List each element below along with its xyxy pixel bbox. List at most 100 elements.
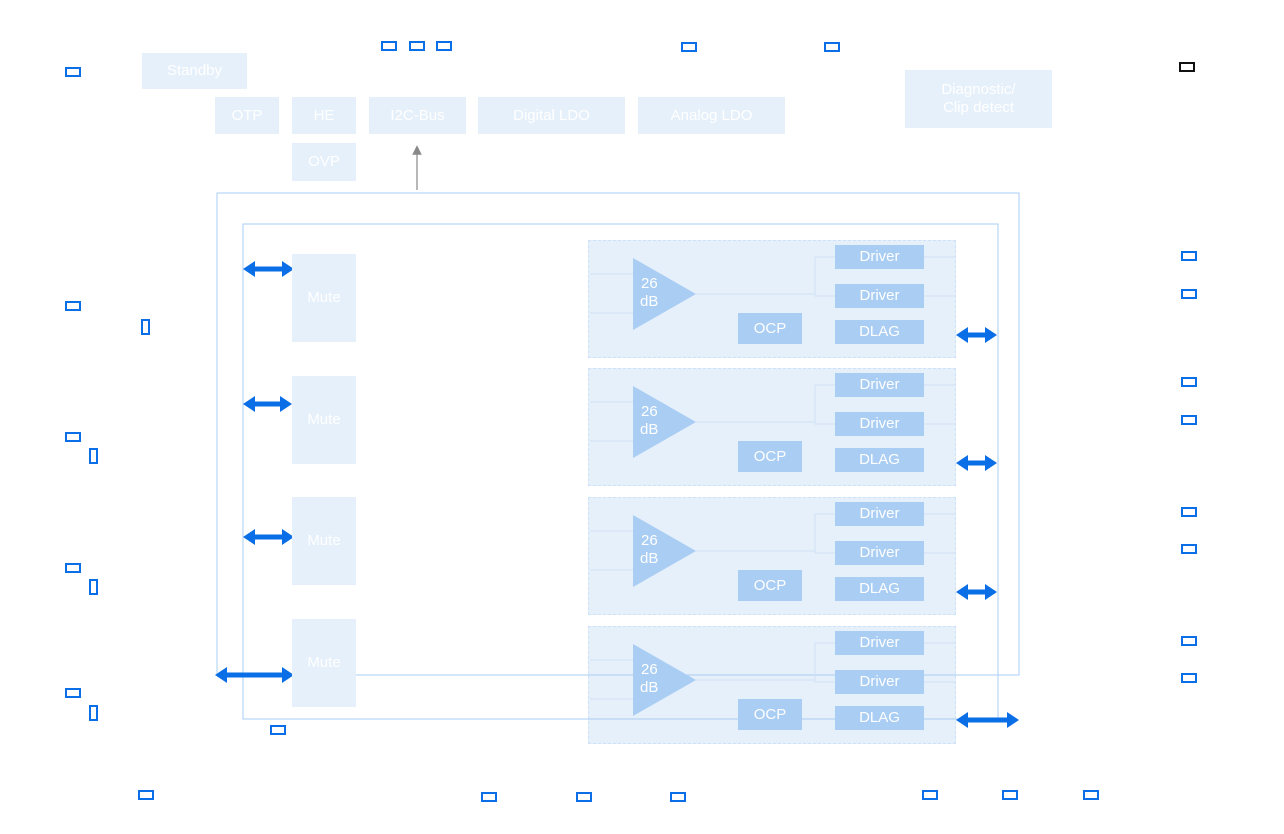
dlag-label: DLAG [859,709,900,726]
driver-1-block-ch2: Driver [835,373,924,397]
ocp-block-ch1: OCP [738,313,802,344]
pin-marker [1181,544,1197,554]
dlag-block-ch1: DLAG [835,320,924,344]
ocp-label: OCP [753,576,787,594]
bus-arrow-right-4 [956,712,1019,728]
bus-arrow-right-1 [956,327,997,343]
otp-label: OTP [231,106,263,124]
diagnostic-label-line2: Clip detect [943,99,1014,116]
analog-ldo-label: Analog LDO [670,106,753,124]
amplifier-3 [633,515,696,587]
amp-unit-label: dB [640,550,659,567]
amp-unit-label: dB [640,679,659,696]
diagnostic-label-line1: Diagnostic/ [941,81,1016,98]
mute-label: Mute [307,411,341,428]
ovp-block: OVP [292,143,356,181]
amplifier-4 [633,644,696,716]
pin-marker [89,705,98,721]
dlag-label: DLAG [859,580,900,597]
diagnostic-clip-detect-block: Diagnostic/ Clip detect [905,70,1052,128]
ocp-block-ch4: OCP [738,699,802,730]
he-block: HE [292,97,356,134]
pin-marker [409,41,425,51]
pin-marker [1002,790,1018,800]
amp-gain-label: 26 [641,661,658,678]
driver-1-block-ch4: Driver [835,631,924,655]
mute-label: Mute [307,289,341,306]
driver-2-block-ch2: Driver [835,412,924,436]
pin-marker [270,725,286,735]
mute-block-2: Mute [292,376,356,464]
analog-ldo-block: Analog LDO [638,97,785,134]
pin-marker [65,67,81,77]
mute-label: Mute [307,532,341,549]
driver-2-block-ch3: Driver [835,541,924,565]
driver-1-block-ch1: Driver [835,245,924,269]
ocp-label: OCP [753,319,787,337]
bus-arrow-left-1 [243,261,294,277]
mute-block-1: Mute [292,254,356,342]
driver-2-label: Driver [859,544,900,561]
driver-2-label: Driver [859,673,900,690]
ocp-block-ch2: OCP [738,441,802,472]
ocp-label: OCP [753,447,787,465]
otp-block: OTP [215,97,279,134]
bus-arrow-right-2 [956,455,997,471]
driver-1-label: Driver [859,505,900,522]
bus-arrow-right-3 [956,584,997,600]
standby-label: Standby [166,62,223,79]
dlag-label: DLAG [859,451,900,468]
bus-arrow-left-4 [215,667,294,683]
driver-1-block-ch3: Driver [835,502,924,526]
pin-marker [824,42,840,52]
pin-marker [65,688,81,698]
driver-1-label: Driver [859,634,900,651]
digital-ldo-label: Digital LDO [513,106,590,124]
pin-marker [65,301,81,311]
pin-marker [89,448,98,464]
amp-unit-label: dB [640,421,659,438]
driver-2-label: Driver [859,415,900,432]
pin-marker [670,792,686,802]
ocp-label: OCP [753,705,787,723]
outer-bus-frame [216,192,1020,676]
he-label: HE [313,106,335,124]
pin-marker [681,42,697,52]
standby-block: Standby [142,53,247,89]
driver-2-label: Driver [859,287,900,304]
pin-marker [1181,377,1197,387]
pin-marker [1181,415,1197,425]
pin-marker [65,432,81,442]
pin-marker [65,563,81,573]
ovp-label: OVP [308,153,340,170]
amp-gain-label: 26 [641,275,658,292]
i2c-bus-label: I2C-Bus [390,106,445,124]
pin-marker [1181,636,1197,646]
ocp-block-ch3: OCP [738,570,802,601]
pin-marker [576,792,592,802]
bus-arrow-left-2 [243,396,292,412]
digital-ldo-block: Digital LDO [478,97,625,134]
dlag-block-ch3: DLAG [835,577,924,601]
pin-marker [1083,790,1099,800]
mute-block-3: Mute [292,497,356,585]
dlag-block-ch4: DLAG [835,706,924,730]
bus-arrow-left-3 [243,529,294,545]
pin-marker [1181,673,1197,683]
driver-1-label: Driver [859,376,900,393]
driver-2-block-ch4: Driver [835,670,924,694]
pin-marker [89,579,98,595]
amp-gain-label: 26 [641,532,658,549]
pin-marker [138,790,154,800]
amp-unit-label: dB [640,293,659,310]
inner-bus-frame [242,223,999,720]
dlag-block-ch2: DLAG [835,448,924,472]
amp-gain-label: 26 [641,403,658,420]
pin-marker [436,41,452,51]
driver-2-block-ch1: Driver [835,284,924,308]
amplifier-2 [633,386,696,458]
pin-marker [141,319,150,335]
amplifier-1 [633,258,696,330]
mute-block-4: Mute [292,619,356,707]
